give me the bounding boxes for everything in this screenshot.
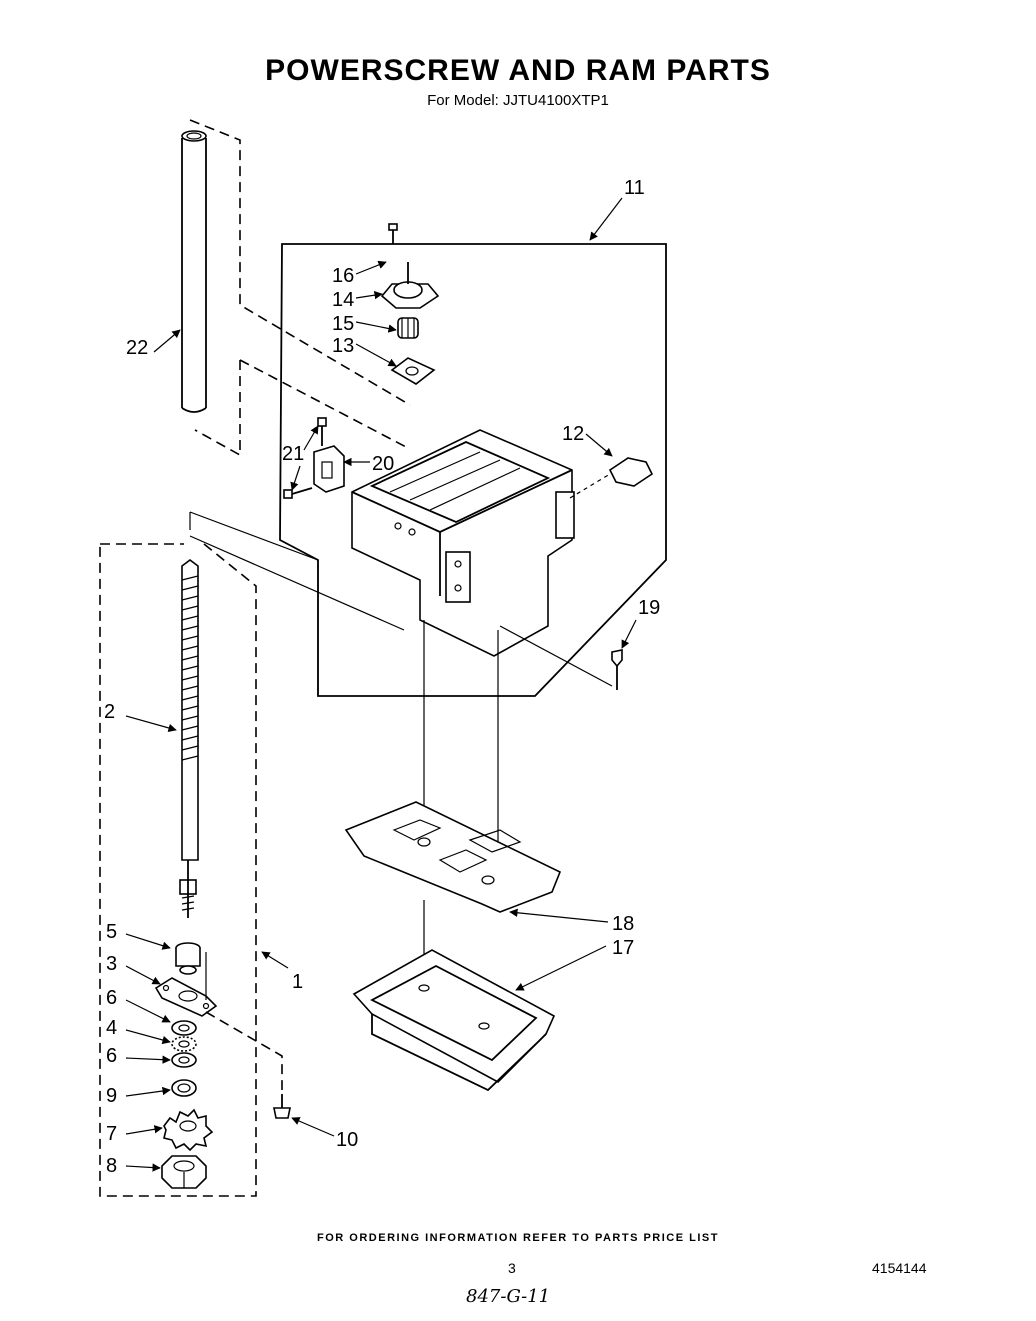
tube-guide-outline	[189, 119, 411, 457]
pin-19-alignment-line	[499, 625, 613, 687]
callout-20: 20	[372, 453, 394, 475]
powerscrew-guide-line-2	[189, 512, 405, 631]
part-6-washer-top	[171, 1020, 197, 1036]
part-14-bearing-housing	[380, 262, 440, 309]
callout-6-bottom: 6	[106, 1045, 117, 1067]
part-8-hex-nut	[161, 1155, 207, 1189]
part-21-screws	[283, 417, 327, 499]
page-title: POWERSCREW AND RAM PARTS	[265, 54, 771, 87]
tube-guide-outline-2	[239, 359, 409, 449]
callout-12: 12	[562, 423, 584, 445]
powerscrew-guide-line	[189, 511, 319, 696]
ram-housing	[351, 429, 575, 657]
callout-14: 14	[332, 289, 354, 311]
page-number: 3	[508, 1260, 516, 1276]
callout-18: 18	[612, 913, 634, 935]
part-2-powerscrew	[179, 559, 199, 918]
callout-9: 9	[106, 1085, 117, 1107]
part-16-screw	[388, 223, 398, 244]
assembly-1-outline	[99, 543, 257, 1197]
callout-10: 10	[336, 1129, 358, 1151]
part-15-gear	[397, 317, 419, 339]
callout-13: 13	[332, 335, 354, 357]
callout-17: 17	[612, 937, 634, 959]
document-number: 4154144	[872, 1260, 927, 1276]
callout-7: 7	[106, 1123, 117, 1145]
part-12-clip	[569, 457, 654, 499]
callout-15: 15	[332, 313, 354, 335]
model-subtitle: For Model: JJTU4100XTP1	[427, 92, 609, 109]
ordering-info-footer: FOR ORDERING INFORMATION REFER TO PARTS …	[317, 1232, 719, 1244]
callout-11: 11	[624, 177, 645, 199]
part-5-bushing	[175, 942, 201, 975]
callout-16: 16	[332, 265, 354, 287]
callout-2: 2	[104, 701, 115, 723]
callout-4: 4	[106, 1017, 117, 1039]
part-4-washer	[171, 1036, 197, 1052]
part-9-thrust-washer	[171, 1079, 197, 1097]
callout-1: 1	[292, 971, 303, 993]
part-7-sprocket	[163, 1108, 214, 1152]
callout-19: 19	[638, 597, 660, 619]
part-22-tube	[181, 130, 207, 413]
part-19-pin	[611, 649, 623, 690]
callout-8: 8	[106, 1155, 117, 1177]
part-10-screw	[273, 1094, 291, 1119]
assembly-11-outline	[279, 243, 667, 697]
screw-10-guide-line	[205, 1011, 283, 1090]
part-17-drip-pan	[352, 949, 556, 1092]
part-6-washer-bottom	[171, 1052, 197, 1068]
part-18-mounting-plate	[344, 801, 562, 913]
part-13-plate	[390, 357, 436, 385]
callout-22: 22	[126, 337, 148, 359]
callout-21: 21	[282, 443, 304, 465]
callout-3: 3	[106, 953, 117, 975]
callout-5: 5	[106, 921, 117, 943]
part-3-flange-plate	[154, 952, 218, 1017]
callout-leaders	[125, 197, 637, 1172]
handwritten-note: 847-G-11	[466, 1286, 551, 1307]
part-20-bracket	[313, 445, 345, 493]
callout-6-top: 6	[106, 987, 117, 1009]
